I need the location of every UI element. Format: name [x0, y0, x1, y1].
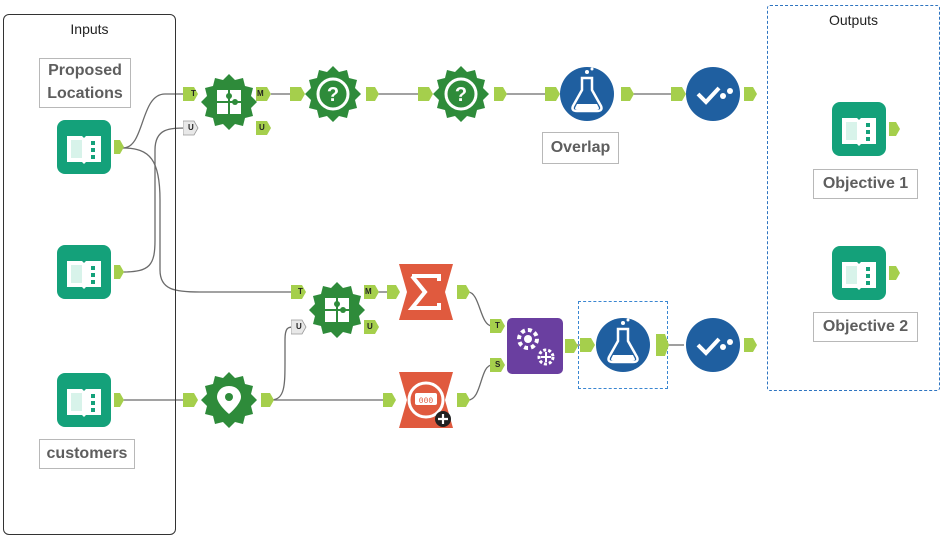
output-objective-2[interactable]	[832, 246, 908, 302]
puzzle-icon	[183, 74, 271, 136]
question-icon: ?	[418, 66, 507, 122]
formula-2[interactable]	[580, 317, 672, 375]
anchor-u-label: U	[188, 123, 194, 132]
anchor-t-label: T	[495, 321, 500, 330]
spatial-match-2[interactable]: T U M U	[291, 280, 387, 352]
anchor-t-label: T	[298, 287, 303, 296]
gears-icon	[490, 318, 578, 374]
anchor-m-label: M	[257, 89, 264, 98]
output-check-2[interactable]	[682, 317, 772, 375]
input-customers[interactable]	[57, 373, 127, 429]
book-input-icon	[57, 373, 124, 427]
objective-1-label[interactable]: Objective 1	[813, 169, 918, 199]
customers-label[interactable]: customers	[39, 439, 135, 469]
flask-icon	[545, 67, 634, 121]
spatial-match-1[interactable]: T U M U	[183, 68, 279, 140]
anchor-s-label: S	[495, 360, 501, 369]
book-input-icon	[57, 120, 124, 174]
summarize[interactable]	[387, 264, 473, 322]
anchor-u-label: U	[259, 123, 265, 132]
formula-overlap[interactable]	[545, 66, 637, 124]
wire	[467, 364, 493, 401]
outputs-container-title: Outputs	[828, 12, 879, 28]
book-output-icon	[832, 246, 900, 300]
wire	[270, 326, 296, 401]
svg-text:?: ?	[455, 84, 467, 106]
book-output-icon	[832, 102, 900, 156]
question-icon: ?	[290, 66, 379, 122]
svg-text:000: 000	[419, 397, 434, 406]
record-id[interactable]: 000	[383, 372, 473, 430]
objective-2-label[interactable]: Objective 2	[813, 312, 918, 342]
check-icon	[671, 67, 757, 121]
wire	[122, 127, 188, 273]
wire	[467, 291, 493, 327]
location-pin-icon	[183, 372, 274, 428]
overlap-label[interactable]: Overlap	[542, 132, 619, 164]
anchor-u-label: U	[367, 322, 373, 331]
wire	[122, 93, 187, 149]
anchor-t-label: T	[191, 89, 196, 98]
sigma-icon	[387, 264, 470, 320]
output-objective-1[interactable]	[832, 102, 908, 158]
anchor-m-label: M	[365, 287, 372, 296]
create-points[interactable]	[183, 372, 275, 430]
anchor-u-label: U	[296, 322, 302, 331]
proposed-locations-label[interactable]: Proposed Locations	[39, 58, 131, 108]
book-input-icon	[57, 245, 124, 299]
batch-macro[interactable]: T S	[490, 315, 582, 375]
check-icon	[686, 318, 757, 372]
outputs-container[interactable]: Outputs	[767, 5, 940, 391]
input-proposed-locations[interactable]	[57, 120, 127, 176]
inputs-container[interactable]: Inputs	[3, 14, 176, 535]
flask-icon	[580, 318, 669, 372]
output-check-1[interactable]	[671, 66, 761, 124]
inputs-container-title: Inputs	[70, 21, 109, 37]
filter-2[interactable]: ?	[418, 66, 510, 124]
svg-text:?: ?	[327, 84, 339, 106]
puzzle-icon	[291, 282, 379, 338]
record-id-icon: 000	[383, 372, 470, 428]
input-2[interactable]	[57, 245, 127, 301]
filter-1[interactable]: ?	[290, 66, 382, 124]
wire	[122, 147, 293, 293]
